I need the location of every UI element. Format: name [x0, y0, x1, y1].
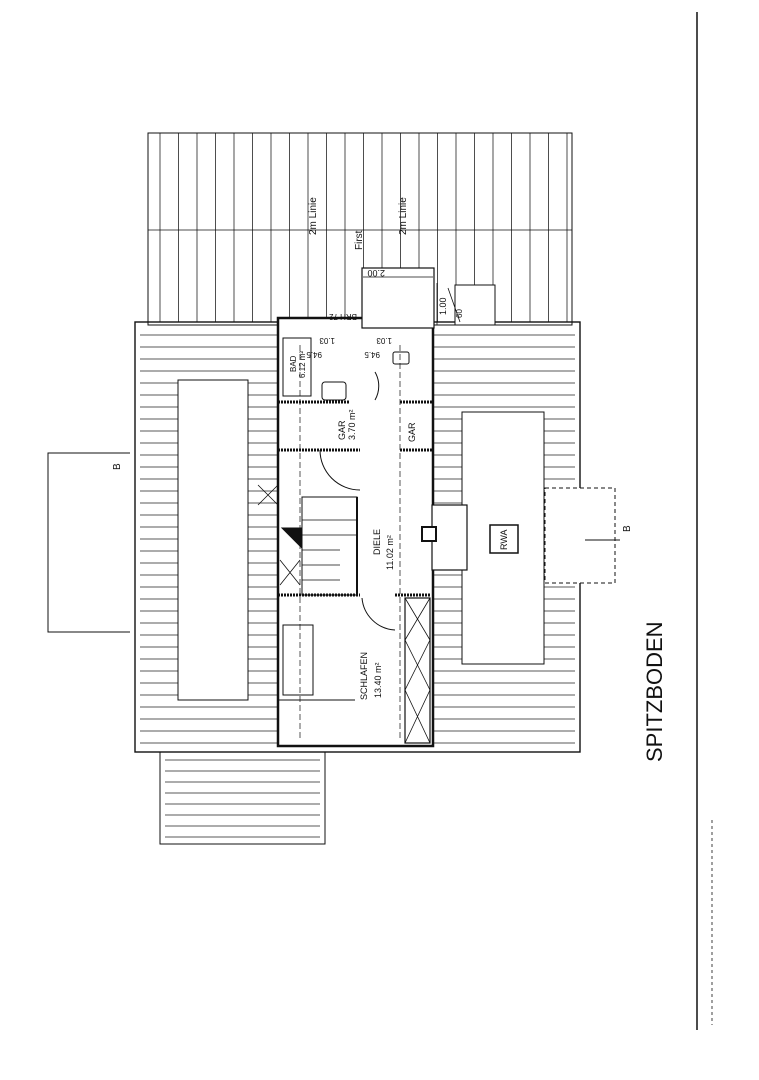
roof-extension — [159, 751, 326, 845]
rwa-box — [489, 524, 519, 554]
roof-area-upper — [147, 132, 573, 326]
dimension-height: 1.00 — [438, 297, 448, 315]
room-area-diele: 11.02 m² — [385, 535, 395, 570]
walls — [47, 12, 713, 1030]
room-name-gar: GAR — [337, 420, 347, 440]
dimension-small: 60 — [455, 309, 464, 318]
room-area-schlafen: 13.40 m² — [373, 662, 383, 698]
room-name-diele: DIELE — [372, 529, 382, 555]
bed — [282, 624, 314, 696]
room-area-gar: 3.70 m² — [347, 409, 357, 440]
dimension-label: 94.5 — [364, 350, 380, 359]
sink — [392, 351, 410, 365]
section-line-left — [47, 452, 130, 633]
dimension-width: 2.00 — [367, 268, 385, 278]
dimension-label: 1.03 — [319, 336, 335, 345]
dimension-label: 1.03 — [376, 336, 392, 345]
bathtub — [282, 337, 312, 397]
dimension-label: 94.5 — [306, 350, 322, 359]
rooms-outline — [276, 316, 435, 748]
room-name-schlafen: SCHLAFEN — [359, 652, 369, 700]
drawing-title: SPITZBODEN — [642, 621, 667, 762]
chimney — [421, 526, 437, 542]
room-area-bad: 6.12 m² — [298, 351, 307, 378]
labels: 2m Linie 2m Linie First 2.00 1.00 60 BRH… — [112, 197, 667, 762]
brh-label: BRH 72 — [328, 312, 357, 321]
ridge-label: First — [354, 230, 365, 250]
section-marker-left: B — [112, 463, 123, 470]
skylight — [361, 267, 435, 329]
toilet — [321, 381, 347, 401]
room-name-gar-2: GAR — [407, 422, 417, 442]
room-name-bad: BAD — [289, 355, 298, 372]
two-meter-line-label: 2m Linie — [398, 197, 409, 235]
rwa-label: RWA — [499, 529, 509, 550]
two-meter-line-label: 2m Linie — [308, 197, 319, 235]
section-marker-right: B — [622, 525, 633, 532]
